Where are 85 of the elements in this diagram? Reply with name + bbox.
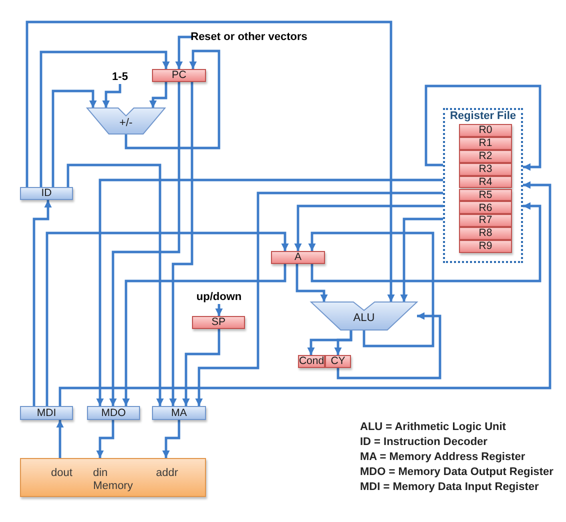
arrow <box>215 304 223 316</box>
register-row <box>459 201 512 214</box>
register-row <box>459 227 512 240</box>
arrow <box>56 420 64 458</box>
legend-text: MDO = Memory Data Output Register <box>360 466 554 478</box>
arrow <box>58 181 552 406</box>
node-label: ID <box>41 188 52 199</box>
register-row <box>459 240 512 253</box>
arrow <box>296 264 328 302</box>
arrow <box>102 84 122 108</box>
node-label: PC <box>172 70 186 81</box>
arrow <box>400 218 443 302</box>
legend-text: ALU = Arithmetic Logic Unit <box>360 421 506 433</box>
node-label: R6 <box>478 202 492 214</box>
node-label: ALU <box>353 313 375 324</box>
memory-block <box>20 458 206 497</box>
arrow <box>149 82 168 108</box>
arrow <box>96 420 114 458</box>
node-label: R2 <box>478 150 492 162</box>
node-label: R5 <box>478 190 492 200</box>
legend-text: ID = Instruction Decoder <box>360 436 488 448</box>
arrow <box>169 82 194 406</box>
node-label: Cond <box>298 356 324 367</box>
arrow <box>46 232 289 406</box>
arrow <box>336 312 442 380</box>
register-box <box>87 406 140 420</box>
register-box <box>20 406 73 420</box>
register-box <box>271 251 325 264</box>
node-label: R7 <box>478 215 492 226</box>
arrow <box>195 192 443 406</box>
arrow <box>424 84 542 171</box>
node-label: +/- <box>119 118 133 130</box>
node-label: R9 <box>478 241 492 252</box>
flag-box <box>325 355 351 368</box>
register-box <box>152 406 206 420</box>
node-label: A <box>294 252 302 263</box>
signal-label: 1-5 <box>112 72 128 82</box>
legend-text: MDI = Memory Data Input Register <box>360 481 539 493</box>
register-row <box>459 136 512 150</box>
legend-text: MA = Memory Address Register <box>360 451 526 463</box>
node-label: R0 <box>478 125 492 136</box>
port-label: addr <box>156 467 178 479</box>
register-row <box>459 214 512 228</box>
node-label: MDI <box>36 408 56 418</box>
alu-unit <box>311 302 417 330</box>
memory-label: Memory <box>93 481 133 492</box>
arrow <box>310 202 542 282</box>
node-label: R4 <box>478 176 492 188</box>
arrow <box>52 90 97 187</box>
node-label: R3 <box>478 164 492 174</box>
arrow <box>66 164 164 406</box>
signal-label: up/down <box>196 292 242 302</box>
port-label: din <box>93 467 108 479</box>
register-box <box>192 316 245 329</box>
arrow <box>124 50 220 150</box>
arrow <box>96 178 443 406</box>
register-row <box>459 188 512 202</box>
arrow <box>334 330 352 355</box>
node-label: R1 <box>478 138 492 149</box>
register-row <box>459 124 512 137</box>
arrow <box>294 204 443 251</box>
node-label: MDO <box>101 408 126 418</box>
adder-unit <box>87 108 165 134</box>
register-file-group <box>443 108 523 263</box>
node-label: CY <box>330 356 346 367</box>
node-label: SP <box>211 317 226 328</box>
arrow <box>175 36 193 69</box>
arrow <box>40 50 170 187</box>
port-label: dout <box>51 467 72 479</box>
register-row <box>459 150 512 163</box>
arrow <box>122 264 286 406</box>
register-box <box>152 69 206 82</box>
node-label: MA <box>171 408 187 418</box>
arrow <box>308 232 434 348</box>
register-row <box>459 162 512 176</box>
arrow <box>109 82 180 406</box>
group-title: Register File <box>450 111 516 122</box>
arrow <box>162 420 180 458</box>
signal-label: Reset or other vectors <box>190 32 308 42</box>
arrow <box>32 200 52 406</box>
arrow <box>182 329 220 406</box>
arrow <box>26 20 395 302</box>
register-row <box>459 176 512 188</box>
node-label: R8 <box>478 228 492 239</box>
decoder-box <box>20 187 73 200</box>
